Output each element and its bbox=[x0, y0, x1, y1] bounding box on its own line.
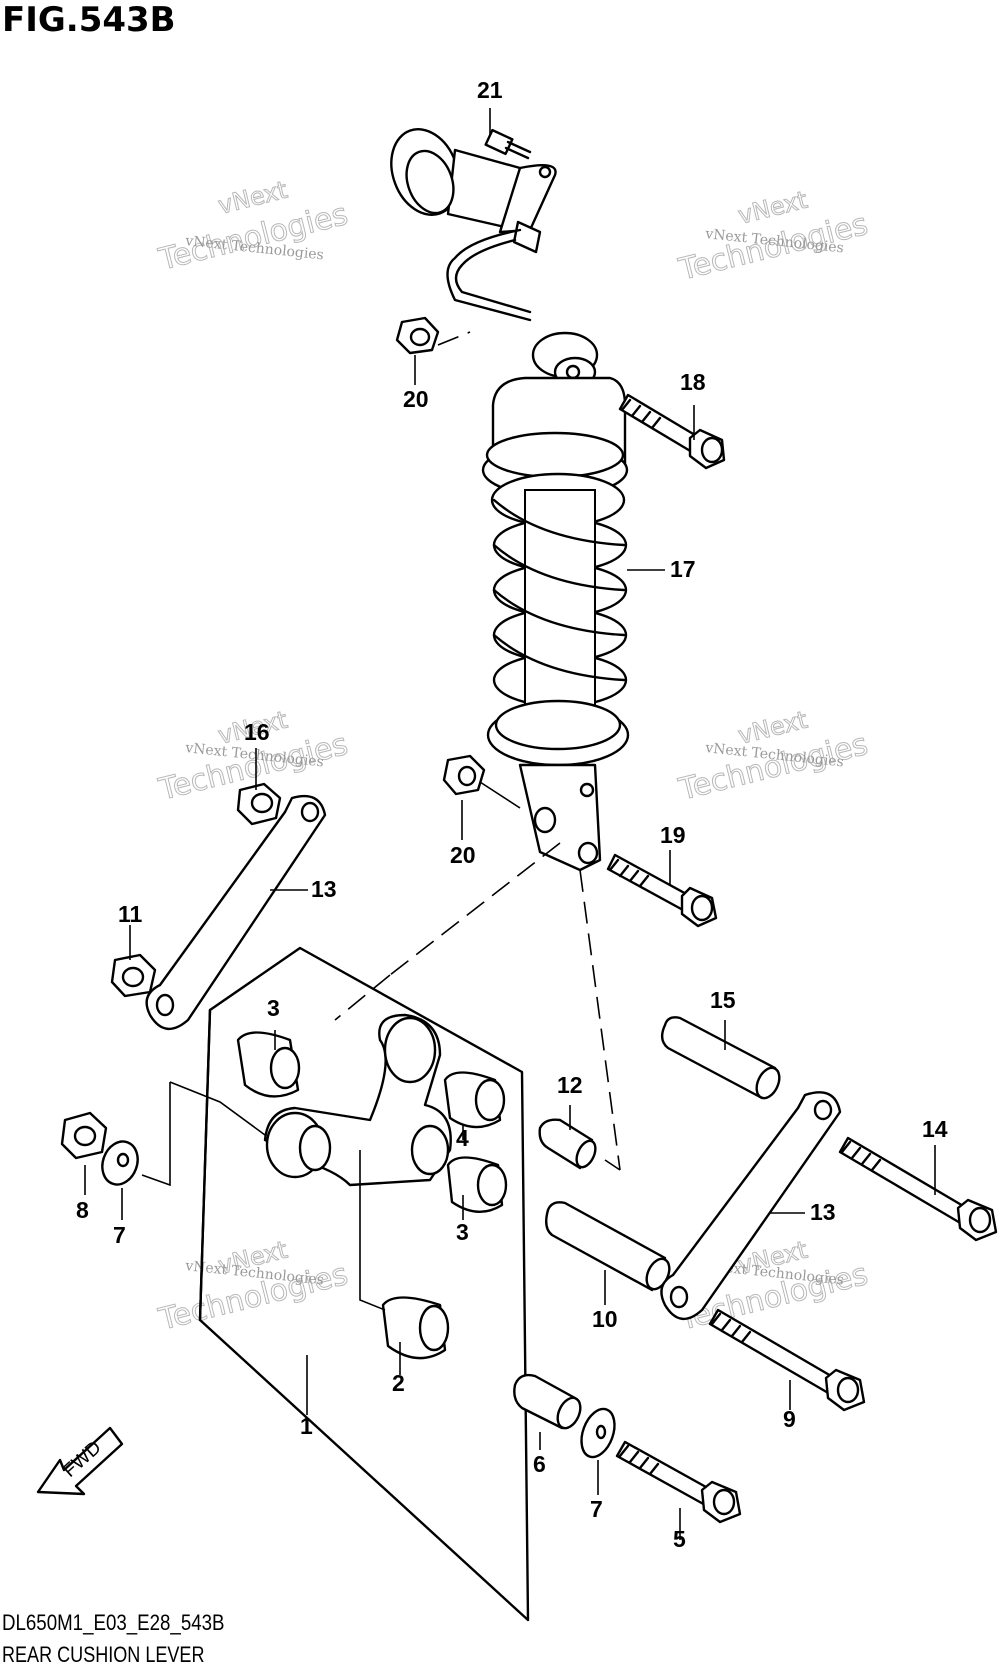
part-21-bolt bbox=[484, 128, 532, 160]
callout-21: 21 bbox=[477, 77, 503, 103]
part-13-link-rod-lower bbox=[660, 1091, 842, 1320]
callout-18: 18 bbox=[680, 369, 706, 395]
figure-title: FIG.543B bbox=[2, 0, 176, 40]
part-11-nut bbox=[110, 953, 157, 998]
callout-20-lower: 20 bbox=[450, 842, 476, 868]
callout-8: 8 bbox=[76, 1197, 89, 1223]
callout-7-right: 7 bbox=[590, 1496, 603, 1522]
part-3-bushing-upper bbox=[236, 1031, 301, 1098]
preload-adjuster bbox=[390, 128, 557, 322]
leader-lines bbox=[84, 108, 936, 1540]
part-7-washer-left bbox=[101, 1140, 139, 1186]
callout-4: 4 bbox=[456, 1125, 469, 1151]
part-5-bolt bbox=[615, 1440, 742, 1524]
callout-2: 2 bbox=[392, 1370, 405, 1396]
callout-3-upper: 3 bbox=[267, 995, 280, 1021]
part-16-nut bbox=[236, 782, 282, 826]
part-4-bushing bbox=[443, 1071, 506, 1129]
part-1-cushion-lever bbox=[198, 946, 530, 1622]
part-20-nut-lower bbox=[442, 754, 486, 796]
part-19-bolt bbox=[606, 853, 718, 928]
part-8-nut bbox=[60, 1111, 108, 1160]
callout-10: 10 bbox=[592, 1306, 618, 1332]
callout-5: 5 bbox=[673, 1526, 686, 1552]
part-18-bolt bbox=[618, 393, 726, 470]
callout-11: 11 bbox=[118, 901, 143, 927]
part-2-bushing bbox=[381, 1296, 450, 1360]
figure-name: REAR CUSHION LEVER bbox=[2, 1642, 205, 1667]
part-13-link-rod-upper bbox=[145, 794, 327, 1030]
callout-3-lower: 3 bbox=[456, 1219, 469, 1245]
callout-9: 9 bbox=[783, 1406, 796, 1432]
callout-20-upper: 20 bbox=[403, 386, 429, 412]
callout-numbers: 21 20 18 17 16 13 20 19 11 3 15 12 4 14 … bbox=[76, 77, 948, 1552]
part-9-bolt bbox=[708, 1308, 866, 1412]
part-6-bushing bbox=[513, 1373, 582, 1430]
part-3-bushing-lower bbox=[446, 1156, 508, 1213]
callout-19: 19 bbox=[660, 822, 686, 848]
callout-15: 15 bbox=[710, 987, 736, 1013]
part-15-pipe bbox=[660, 1016, 781, 1100]
fwd-arrow-icon: FWD bbox=[36, 1426, 124, 1496]
part-20-nut-upper bbox=[395, 316, 440, 355]
part-14-bolt bbox=[838, 1136, 998, 1242]
callout-1: 1 bbox=[300, 1413, 313, 1439]
callout-16: 16 bbox=[244, 719, 270, 745]
callout-6: 6 bbox=[533, 1451, 546, 1477]
assembly-lines bbox=[141, 331, 621, 1311]
figure-code: DL650M1_E03_E28_543B bbox=[2, 1610, 225, 1635]
callout-17: 17 bbox=[670, 556, 696, 582]
callout-13-lower: 13 bbox=[810, 1199, 836, 1225]
part-12-spacer bbox=[538, 1118, 597, 1170]
callout-12: 12 bbox=[557, 1072, 583, 1098]
callout-13-upper: 13 bbox=[311, 876, 337, 902]
callout-7-left: 7 bbox=[113, 1222, 126, 1248]
callout-14: 14 bbox=[922, 1116, 948, 1142]
part-7-washer-right bbox=[580, 1407, 616, 1459]
part-17-shock-absorber bbox=[481, 331, 630, 872]
part-10-pipe bbox=[545, 1201, 671, 1292]
